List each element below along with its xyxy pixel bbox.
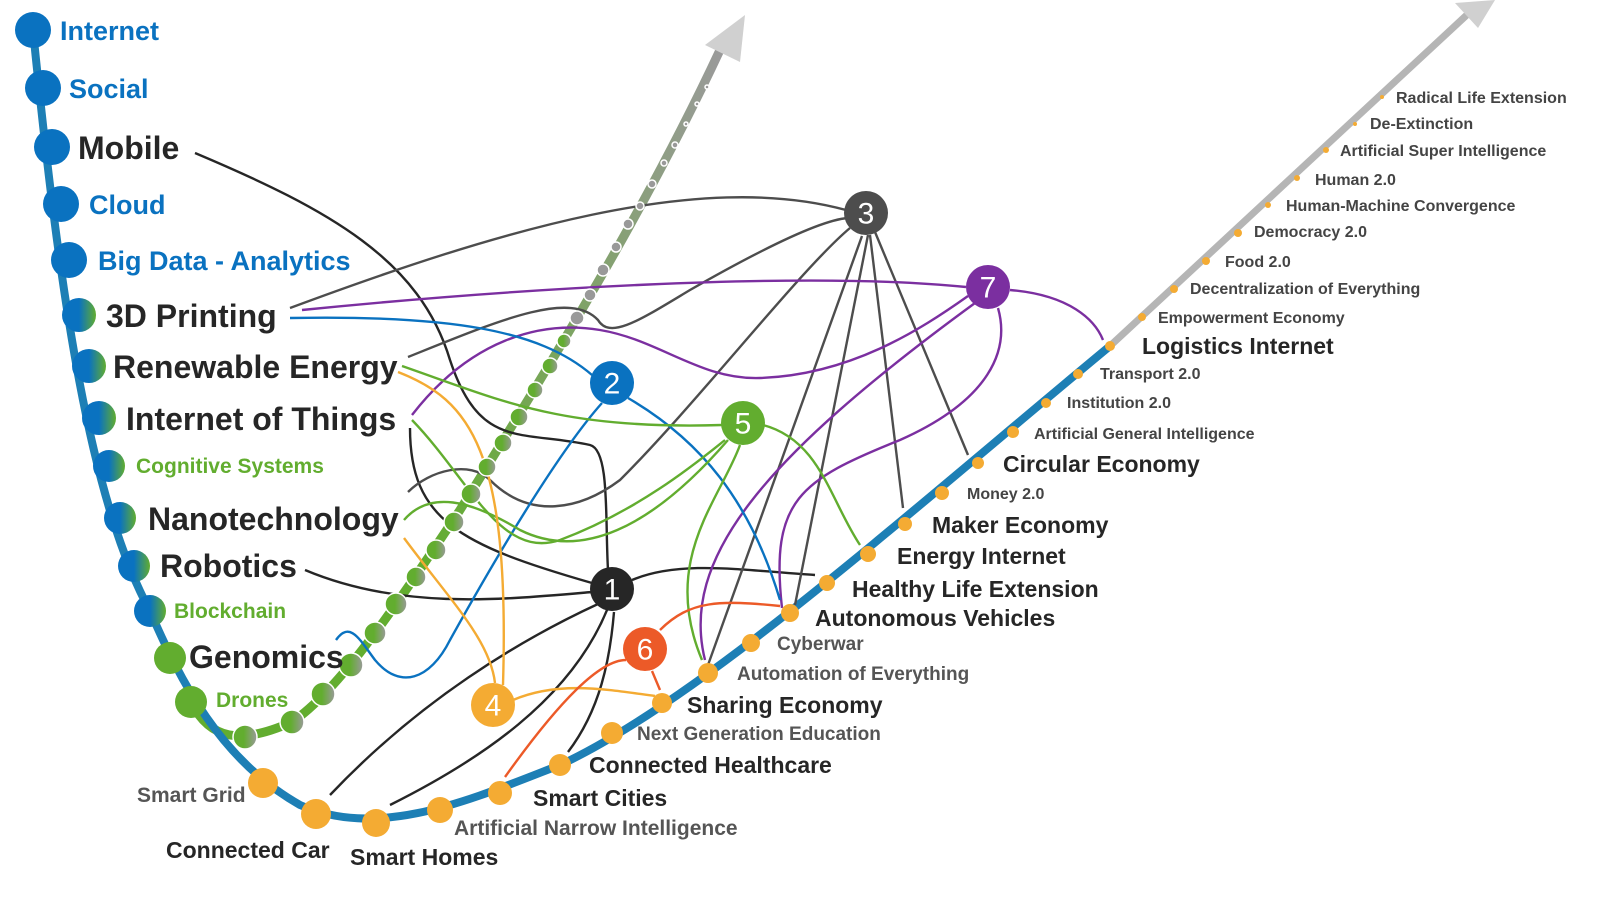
middle-track-dots <box>232 84 710 750</box>
hub-6-label: 6 <box>637 634 654 667</box>
label-human-2: Human 2.0 <box>1315 172 1396 189</box>
hub-7: 7 <box>966 265 1010 309</box>
hub-1-label: 1 <box>604 574 621 607</box>
label-cyberwar: Cyberwar <box>777 634 864 655</box>
connections-green <box>401 364 861 661</box>
label-radical-life-extension: Radical Life Extension <box>1396 90 1567 107</box>
connections-blue <box>289 316 782 679</box>
label-nanotechnology: Nanotechnology <box>148 501 399 537</box>
label-empowerment-economy: Empowerment Economy <box>1158 310 1345 327</box>
hub-7-label: 7 <box>980 272 997 305</box>
hub-5: 5 <box>721 401 765 445</box>
label-de-extinction: De-Extinction <box>1370 116 1473 133</box>
hub-1: 1 <box>590 567 634 611</box>
label-mobile: Mobile <box>78 130 179 166</box>
bottom-track-nodes <box>248 95 1384 837</box>
bottom-track-labels: Smart Grid Connected Car Smart Homes Art… <box>137 90 1567 870</box>
label-internet-of-things: Internet of Things <box>126 401 396 437</box>
label-social: Social <box>69 74 149 104</box>
label-democracy-2: Democracy 2.0 <box>1254 224 1367 241</box>
label-money-2: Money 2.0 <box>967 486 1044 503</box>
label-ani: Artificial Narrow Intelligence <box>454 817 738 840</box>
hub-6: 6 <box>623 627 667 671</box>
label-next-gen-education: Next Generation Education <box>637 724 881 745</box>
label-sharing-economy: Sharing Economy <box>687 692 883 718</box>
hub-4-label: 4 <box>485 690 502 723</box>
label-food-2: Food 2.0 <box>1225 254 1291 271</box>
label-logistics-internet: Logistics Internet <box>1142 333 1334 359</box>
label-transport-2: Transport 2.0 <box>1100 366 1201 383</box>
left-track-nodes <box>15 12 207 718</box>
left-track-labels: Internet Social Mobile Cloud Big Data - … <box>60 16 399 712</box>
hub-2: 2 <box>590 361 634 405</box>
label-institution-2: Institution 2.0 <box>1067 395 1171 412</box>
label-connected-healthcare: Connected Healthcare <box>589 752 832 778</box>
label-big-data: Big Data - Analytics <box>98 246 351 276</box>
label-smart-homes: Smart Homes <box>350 844 498 870</box>
label-internet: Internet <box>60 16 159 46</box>
hub-2-label: 2 <box>604 368 621 401</box>
label-smart-grid: Smart Grid <box>137 784 246 807</box>
label-connected-car: Connected Car <box>166 837 330 863</box>
label-genomics: Genomics <box>189 639 344 675</box>
connections-orange <box>397 370 656 702</box>
label-healthy-life-extension: Healthy Life Extension <box>852 576 1099 602</box>
hub-5-label: 5 <box>735 408 752 441</box>
label-agi: Artificial General Intelligence <box>1034 426 1255 443</box>
label-energy-internet: Energy Internet <box>897 543 1066 569</box>
label-human-machine: Human-Machine Convergence <box>1286 198 1515 215</box>
hub-3-label: 3 <box>858 198 875 231</box>
arrow-head-middle <box>705 15 745 62</box>
label-cognitive-systems: Cognitive Systems <box>136 455 324 478</box>
hub-4: 4 <box>471 683 515 727</box>
label-autonomous-vehicles: Autonomous Vehicles <box>815 605 1055 631</box>
label-3d-printing: 3D Printing <box>106 298 277 334</box>
connections-purple <box>301 279 1105 661</box>
hub-3: 3 <box>844 191 888 235</box>
label-blockchain: Blockchain <box>174 600 286 623</box>
label-maker-economy: Maker Economy <box>932 512 1109 538</box>
label-automation: Automation of Everything <box>737 664 969 685</box>
label-drones: Drones <box>216 689 288 712</box>
label-renewable-energy: Renewable Energy <box>113 349 398 385</box>
future-arrow-gray <box>1107 9 1473 349</box>
arrow-head-right <box>1455 0 1495 28</box>
label-cloud: Cloud <box>89 190 165 220</box>
label-decentralization: Decentralization of Everything <box>1190 281 1420 298</box>
label-robotics: Robotics <box>160 548 297 584</box>
label-asi: Artificial Super Intelligence <box>1340 143 1546 160</box>
label-circular-economy: Circular Economy <box>1003 451 1200 477</box>
label-smart-cities: Smart Cities <box>533 785 667 811</box>
connections-red <box>504 601 781 778</box>
